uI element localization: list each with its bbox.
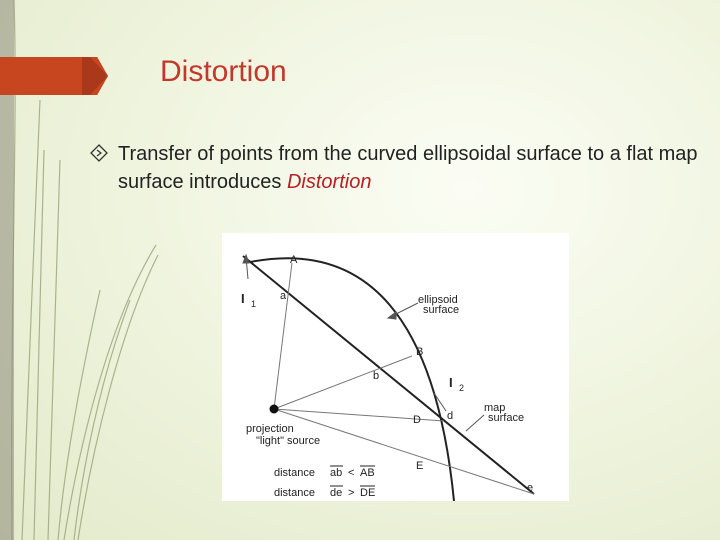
diamond-bullet-icon	[90, 144, 108, 162]
i2-pointer	[433, 392, 447, 412]
eq2-operator: >	[348, 487, 354, 499]
label-ellipsoid: ellipsoid	[418, 294, 458, 306]
label-d: d	[447, 410, 453, 422]
projection-source-point	[269, 404, 279, 414]
label-D: D	[413, 414, 421, 426]
bullet-text-emphasis: Distortion	[286, 171, 372, 193]
eq1-operator: <	[348, 467, 354, 479]
slide-title: Distortion	[160, 55, 287, 88]
ellipsoid-arrowhead	[386, 311, 397, 320]
eq1-left: ab	[330, 467, 342, 479]
label-ellipsoid-surface: surface	[423, 304, 459, 316]
eq2-left: de	[330, 487, 342, 499]
eq2-right: DE	[360, 487, 375, 499]
label-B: B	[416, 346, 423, 358]
label-e: e	[527, 482, 533, 494]
projection-rays	[273, 262, 535, 495]
label-projection: projection	[246, 423, 294, 435]
eq1-distance-label: distance	[274, 467, 315, 479]
label-map: map	[484, 402, 505, 414]
label-E: E	[416, 460, 423, 472]
eq2-distance-label: distance	[274, 487, 315, 499]
label-b: b	[373, 370, 379, 382]
map-surface-line	[242, 255, 535, 495]
label-I2: I	[449, 375, 453, 390]
label-a: a	[280, 290, 287, 302]
label-A: A	[290, 254, 298, 266]
label-I1: I	[241, 291, 245, 306]
label-I2-subscript: 2	[459, 383, 464, 393]
i1-arrowhead	[242, 253, 250, 264]
projection-distortion-diagram: A a B b D d E e I 1 I 2 ellipsoid surfac…	[222, 233, 569, 501]
ellipsoid-curve	[249, 257, 455, 501]
label-I1-subscript: 1	[251, 299, 256, 309]
label-map-surface: surface	[488, 412, 524, 424]
bullet-point: Transfer of points from the curved ellip…	[90, 140, 710, 196]
eq1-right: AB	[360, 467, 375, 479]
bullet-text-main: Transfer of points from the curved ellip…	[118, 143, 698, 193]
bullet-text: Transfer of points from the curved ellip…	[118, 140, 710, 196]
map-pointer	[465, 414, 485, 432]
label-light-source: "light" source	[256, 435, 320, 447]
